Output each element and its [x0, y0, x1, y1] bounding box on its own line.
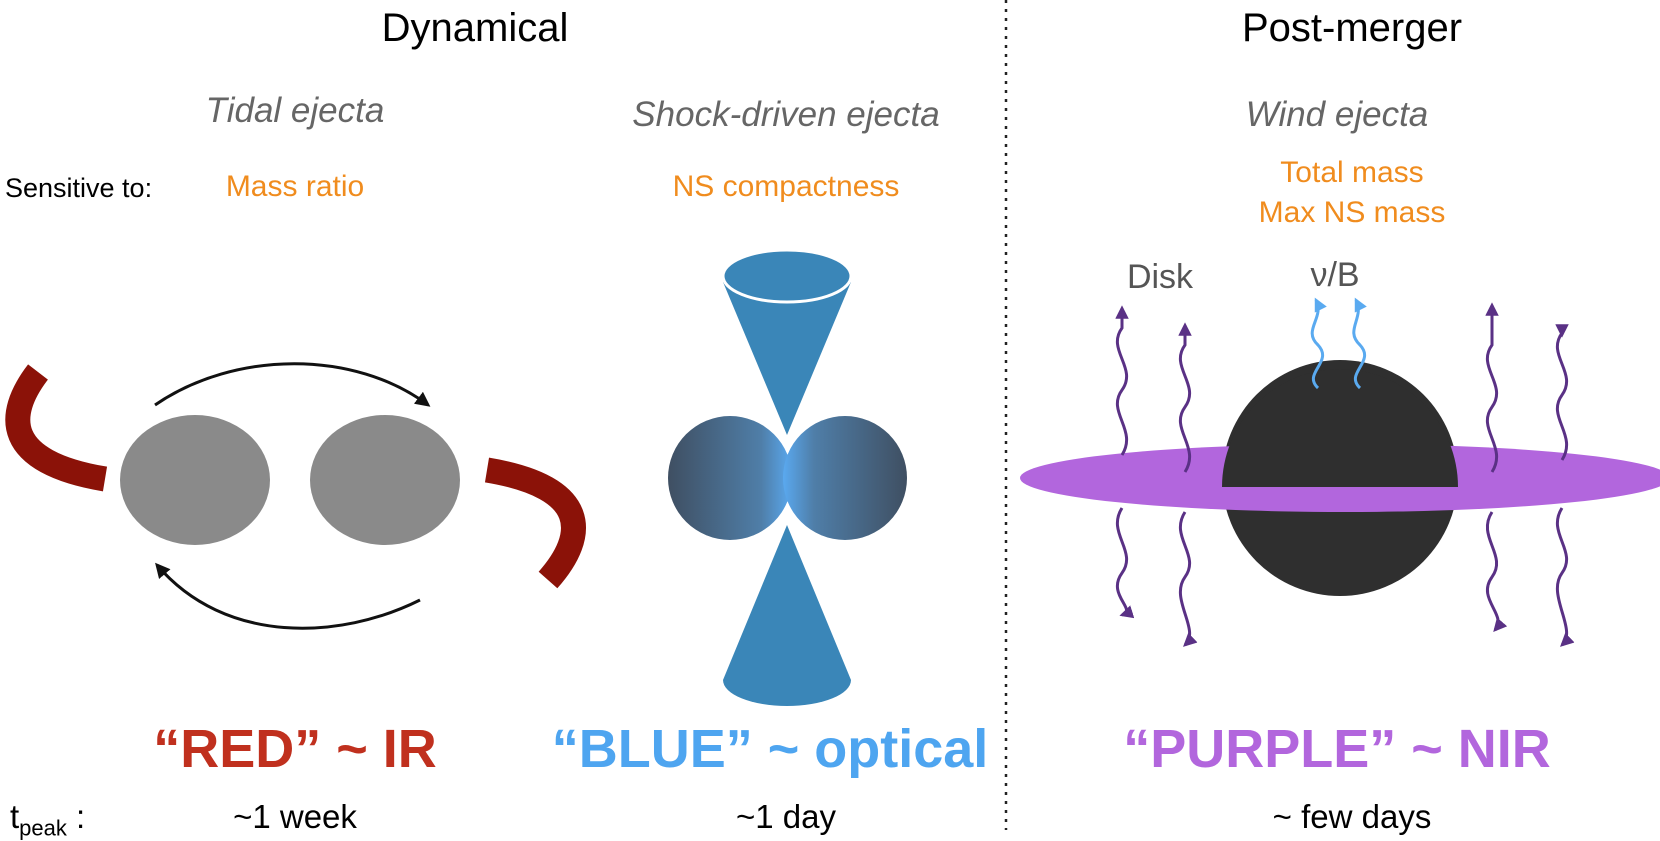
- label-disk: Disk: [1126, 258, 1194, 296]
- remnant-sphere-top: [1222, 369, 1458, 487]
- tpeak-symbol: t: [10, 798, 20, 835]
- wave-up-1: [1115, 305, 1129, 456]
- tpeak-label: tpeak :: [10, 800, 85, 840]
- label-nu-b: ν/B: [1310, 256, 1360, 294]
- neutrino-wind-waves: [1310, 297, 1367, 390]
- shock-sphere-left: [668, 416, 792, 540]
- sensitive-ns-compactness: NS compactness: [672, 170, 900, 203]
- sensitive-mass-ratio: Mass ratio: [225, 170, 365, 203]
- tpeak-purple: ~ few days: [1272, 798, 1432, 835]
- cone-bottom: [723, 525, 851, 706]
- orbit-arrow-top: [154, 362, 431, 407]
- wave-down-1: [1115, 507, 1135, 619]
- shock-sphere-right: [783, 416, 907, 540]
- header-dynamical: Dynamical: [381, 6, 569, 50]
- tpeak-colon: :: [66, 798, 86, 835]
- label-purple-nir: “PURPLE” ~ NIR: [1123, 719, 1551, 779]
- wave-up-4: [1555, 324, 1569, 461]
- nu-wave-1: [1310, 297, 1327, 390]
- wind-ejecta-graphic: [1020, 297, 1660, 647]
- sensitive-to-label: Sensitive to:: [5, 173, 153, 203]
- orbit-arrow-bottom: [155, 562, 421, 630]
- subtitle-shock-ejecta: Shock-driven ejecta: [632, 95, 940, 134]
- tpeak-red: ~1 week: [233, 798, 357, 835]
- tpeak-subscript: peak: [19, 815, 67, 841]
- cone-top: [723, 282, 851, 435]
- subtitle-wind-ejecta: Wind ejecta: [1245, 95, 1429, 134]
- wave-down-2: [1178, 511, 1198, 647]
- shock-ejecta-graphic: [668, 248, 907, 706]
- wave-down-3: [1485, 511, 1508, 633]
- tpeak-blue: ~1 day: [736, 798, 836, 835]
- tidal-tail-left: [5, 364, 108, 492]
- neutron-star-right: [310, 415, 460, 545]
- subtitle-tidal-ejecta: Tidal ejecta: [205, 91, 385, 130]
- wave-down-4: [1555, 507, 1575, 647]
- cone-top-cap: [721, 248, 853, 304]
- neutron-star-left: [120, 415, 270, 545]
- wave-up-2: [1178, 322, 1192, 473]
- wave-up-3: [1485, 302, 1499, 473]
- header-post-merger: Post-merger: [1241, 6, 1463, 50]
- sensitive-max-ns-mass: Max NS mass: [1258, 196, 1446, 229]
- label-red-ir: “RED” ~ IR: [153, 719, 437, 779]
- tidal-ejecta-graphic: [5, 362, 586, 630]
- disk-wind-waves: [1115, 302, 1575, 647]
- label-blue-optical: “BLUE” ~ optical: [551, 719, 989, 779]
- sensitive-total-mass: Total mass: [1280, 156, 1424, 189]
- tidal-tail-right: [484, 457, 586, 589]
- nu-wave-2: [1352, 297, 1367, 390]
